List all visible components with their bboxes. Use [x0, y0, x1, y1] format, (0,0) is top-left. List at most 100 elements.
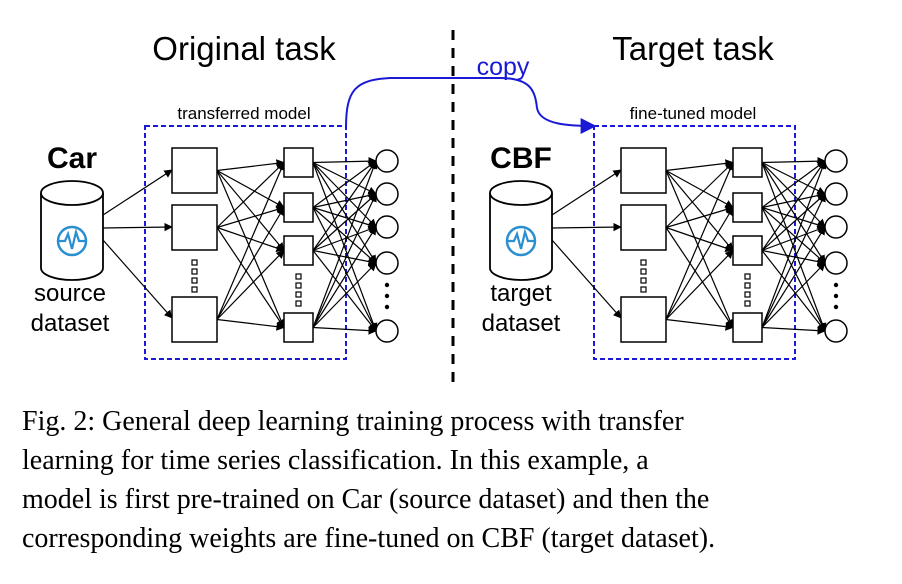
connection-arrow	[665, 170, 734, 329]
fine-tuned-model-label: fine-tuned model	[630, 104, 757, 123]
output-node	[824, 251, 848, 275]
connection-arrow	[312, 160, 377, 208]
output-node	[375, 182, 399, 206]
target-dataset-name: CBF	[490, 142, 552, 175]
output-node	[824, 319, 848, 343]
network-node	[620, 147, 667, 194]
connection-arrow	[216, 159, 285, 172]
connection-arrow	[761, 162, 827, 332]
input-layer	[171, 147, 218, 343]
output-node	[375, 149, 399, 173]
connection-arrow	[665, 205, 734, 229]
connection-arrow	[665, 318, 734, 331]
ellipsis-dots	[640, 259, 751, 307]
connection-arrow	[761, 249, 826, 266]
connection-arrow	[761, 225, 826, 252]
connection-arrow	[665, 206, 734, 320]
connection-arrow	[761, 156, 826, 166]
connection-arrow	[665, 159, 734, 172]
connection-arrow	[665, 226, 734, 253]
connection-arrow	[216, 226, 285, 253]
connection-arrow	[665, 169, 734, 209]
network-node	[620, 296, 667, 343]
transferred-model-label: transferred model	[177, 104, 310, 123]
connection-arrow	[312, 156, 377, 166]
connection-arrow	[216, 169, 285, 209]
connection-arrow	[665, 227, 734, 329]
connection-arrow	[216, 206, 285, 320]
connection-arrow	[312, 191, 377, 209]
network-node	[732, 192, 763, 223]
time-series-pulse-icon	[56, 225, 88, 257]
caption-line: corresponding weights are fine-tuned on …	[22, 523, 716, 554]
connection-arrow	[216, 205, 285, 229]
connection-arrow	[312, 160, 378, 328]
connection-arrow	[102, 222, 173, 232]
network-node	[171, 147, 218, 194]
caption-line: model is first pre-trained on Car (sourc…	[22, 484, 710, 515]
connection-arrow	[761, 207, 826, 264]
connection-arrow	[312, 207, 377, 332]
caption-line: learning for time series classification.…	[22, 445, 649, 476]
connection-arrow	[761, 226, 826, 328]
network-node	[283, 312, 314, 343]
connection-arrow	[312, 249, 377, 266]
connection-arrow	[665, 161, 734, 320]
connection-arrow	[761, 160, 826, 251]
caption-line: Fig. 2: General deep learning training p…	[22, 406, 684, 437]
connection-arrow	[312, 206, 377, 229]
network-node	[283, 235, 314, 266]
output-node	[375, 215, 399, 239]
fine-tuned-model-box	[593, 125, 796, 360]
copy-label: copy	[477, 53, 530, 81]
connection-arrow	[312, 162, 378, 332]
connection-arrow	[761, 193, 826, 251]
connection-arrow	[312, 160, 377, 251]
connection-arrow	[216, 249, 285, 320]
network-node	[171, 296, 218, 343]
output-node	[375, 319, 399, 343]
connection-arrow	[312, 326, 377, 335]
connection-arrow	[312, 262, 377, 328]
network-node	[620, 204, 667, 251]
input-layer	[620, 147, 667, 343]
connection-arrow	[216, 318, 285, 331]
connection-arrow	[761, 193, 826, 328]
ellipsis-dots	[191, 259, 302, 307]
hidden-layer	[283, 147, 314, 343]
output-node	[824, 149, 848, 173]
connection-arrow	[216, 227, 285, 329]
target-dataset-caption-line1: target	[490, 280, 552, 307]
output-ellipsis	[833, 282, 839, 310]
network-connections	[551, 156, 827, 335]
connection-arrow	[102, 169, 173, 216]
left-panel-title: Original task	[152, 30, 336, 67]
copy-arrow	[345, 77, 597, 134]
network-node	[283, 147, 314, 178]
source-dataset-caption-line2: dataset	[31, 310, 110, 337]
connection-arrow	[665, 249, 734, 320]
connection-arrow	[312, 226, 377, 328]
connection-arrow	[761, 162, 826, 264]
connection-arrow	[216, 170, 285, 252]
connection-arrow	[761, 250, 826, 332]
connection-arrow	[312, 207, 377, 264]
output-node	[375, 251, 399, 275]
connection-arrow	[761, 160, 827, 328]
connection-arrow	[761, 160, 826, 208]
transfer-learning-diagram: Original task Target task copy transferr…	[31, 30, 848, 388]
source-dataset-name: Car	[47, 142, 97, 175]
right-panel: fine-tuned model CBF target dataset	[482, 104, 848, 360]
time-series-pulse-icon	[505, 225, 537, 257]
target-dataset-caption-line2: dataset	[482, 310, 561, 337]
connection-arrow	[761, 207, 826, 332]
network-connections	[102, 156, 378, 335]
hidden-layer	[732, 147, 763, 343]
network-node	[283, 192, 314, 223]
connection-arrow	[665, 170, 734, 252]
connection-arrow	[312, 193, 377, 328]
connection-arrow	[761, 191, 826, 209]
output-ellipsis	[384, 282, 390, 310]
figure-caption: Fig. 2: General deep learning training p…	[22, 402, 852, 558]
output-layer	[824, 149, 848, 343]
